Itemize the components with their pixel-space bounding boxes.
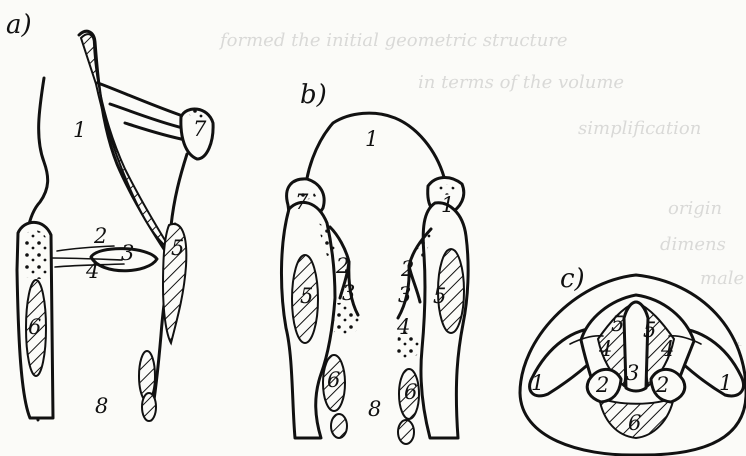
label-b-right-6: 6: [404, 380, 417, 404]
label-c-5-left: 5: [611, 312, 624, 336]
label-b-left-7: 7: [295, 190, 309, 214]
panel-b-coronal-section: b) 1 2 3 5 6: [281, 80, 468, 444]
ghost-text-3: simplification: [578, 118, 701, 139]
label-c-1-left: 1: [531, 371, 544, 395]
panel-a-sagittal-section: a) 1 2 3 4 5 6: [6, 10, 213, 421]
arytenoid-line-a: [171, 154, 187, 226]
panel-c-laryngoscopic-view: c) 1 1 2 2 3 4 4 5 5 6: [520, 264, 746, 455]
label-a-1: 1: [73, 118, 86, 142]
posterior-upper-dotted-area: [24, 230, 48, 279]
label-b-right-2: 2: [400, 257, 414, 281]
cartilage-lower-left-b: [331, 414, 347, 438]
label-b-left-2: 2: [335, 254, 349, 278]
panel-a-label: a): [6, 10, 32, 40]
left-middle-dot-cluster: [333, 303, 363, 335]
label-b-left-3: 3: [342, 281, 355, 305]
label-a-4: 4: [85, 259, 99, 283]
membrane-line-1: [98, 83, 180, 115]
ghost-text-6: male: [700, 268, 744, 289]
label-b-right-1: 1: [441, 193, 454, 217]
label-b-right-4: 4: [396, 315, 410, 339]
label-c-5-right: 5: [643, 318, 656, 342]
ghost-text-4: origin: [668, 198, 722, 219]
cartilage-lower-right-b: [398, 420, 414, 444]
label-b-left-5: 5: [300, 284, 313, 308]
label-c-3: 3: [626, 361, 639, 385]
label-b-1: 1: [365, 127, 378, 151]
label-c-4-right: 4: [660, 337, 674, 361]
label-b-8: 8: [368, 397, 381, 421]
membrane-line-2: [110, 104, 183, 128]
panel-c-label: c): [560, 264, 585, 294]
label-c-2-left: 2: [595, 373, 609, 397]
ghost-text-1: formed the initial geometric structure: [218, 30, 568, 51]
label-c-4-left: 4: [598, 337, 612, 361]
label-c-2-right: 2: [655, 373, 669, 397]
cartilage-1-a: [81, 34, 171, 250]
ghost-text-5: dimens: [660, 234, 726, 255]
panel-b-label: b): [300, 80, 327, 110]
label-a-3: 3: [121, 241, 134, 265]
ghost-text-2: in terms of the volume: [418, 72, 624, 93]
label-a-6: 6: [28, 315, 41, 339]
label-c-6: 6: [628, 411, 641, 435]
label-b-right-5: 5: [433, 284, 446, 308]
label-a-7: 7: [193, 117, 207, 141]
label-a-5: 5: [171, 236, 184, 260]
label-a-2: 2: [93, 224, 107, 248]
label-a-8: 8: [95, 394, 108, 418]
label-b-left-6: 6: [327, 368, 340, 392]
label-b-right-3: 3: [398, 283, 411, 307]
label-c-1-right: 1: [719, 371, 732, 395]
cartilage-8-lower-a: [142, 393, 156, 421]
